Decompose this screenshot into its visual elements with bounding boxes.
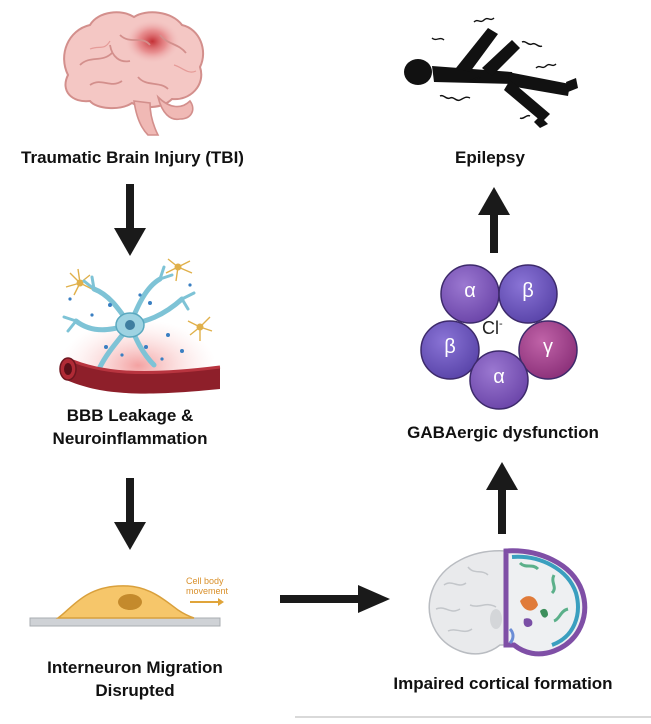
subunit-alpha-top: α xyxy=(464,280,476,302)
bbb-label-line2: Neuroinflammation xyxy=(52,429,208,448)
epilepsy-label: Epilepsy xyxy=(455,148,525,167)
chloride-charge: - xyxy=(499,318,503,330)
subunit-alpha-bottom: α xyxy=(493,366,505,388)
annotation-line2: movement xyxy=(186,586,229,596)
bottom-divider xyxy=(295,716,651,718)
gaba-receptor-icon xyxy=(420,262,580,412)
down-arrow-1 xyxy=(112,182,148,262)
cortical-label: Impaired cortical formation xyxy=(393,674,613,693)
bbb-label-line1: BBB Leakage & xyxy=(66,406,194,425)
tbi-label: Traumatic Brain Injury (TBI) xyxy=(21,148,244,167)
cell-body-movement-annotation: Cell body movement xyxy=(186,576,246,596)
bbb-label: BBB Leakage & Neuroinflammation xyxy=(20,404,240,450)
brain-icon xyxy=(50,5,210,140)
annotation-line1: Cell body xyxy=(186,576,224,586)
migration-label-line1: Interneuron Migration xyxy=(47,658,223,677)
subunit-beta-left: β xyxy=(444,336,456,358)
right-arrow xyxy=(278,583,393,615)
migrating-cell-icon xyxy=(28,570,224,632)
chloride-label: Cl- xyxy=(482,318,503,339)
neuron-vessel-icon xyxy=(50,255,225,395)
subunit-beta-top: β xyxy=(522,280,534,302)
brain-section-icon xyxy=(420,545,595,665)
up-arrow-1 xyxy=(476,185,512,255)
up-arrow-2 xyxy=(484,460,520,536)
chloride-symbol: Cl xyxy=(482,318,499,338)
migration-label-line2: Disrupted xyxy=(95,681,175,700)
down-arrow-2 xyxy=(112,476,148,556)
seizure-person-icon xyxy=(400,10,580,130)
subunit-gamma-right: γ xyxy=(543,336,553,358)
gaba-label: GABAergic dysfunction xyxy=(407,423,599,442)
migration-label: Interneuron Migration Disrupted xyxy=(10,656,260,702)
